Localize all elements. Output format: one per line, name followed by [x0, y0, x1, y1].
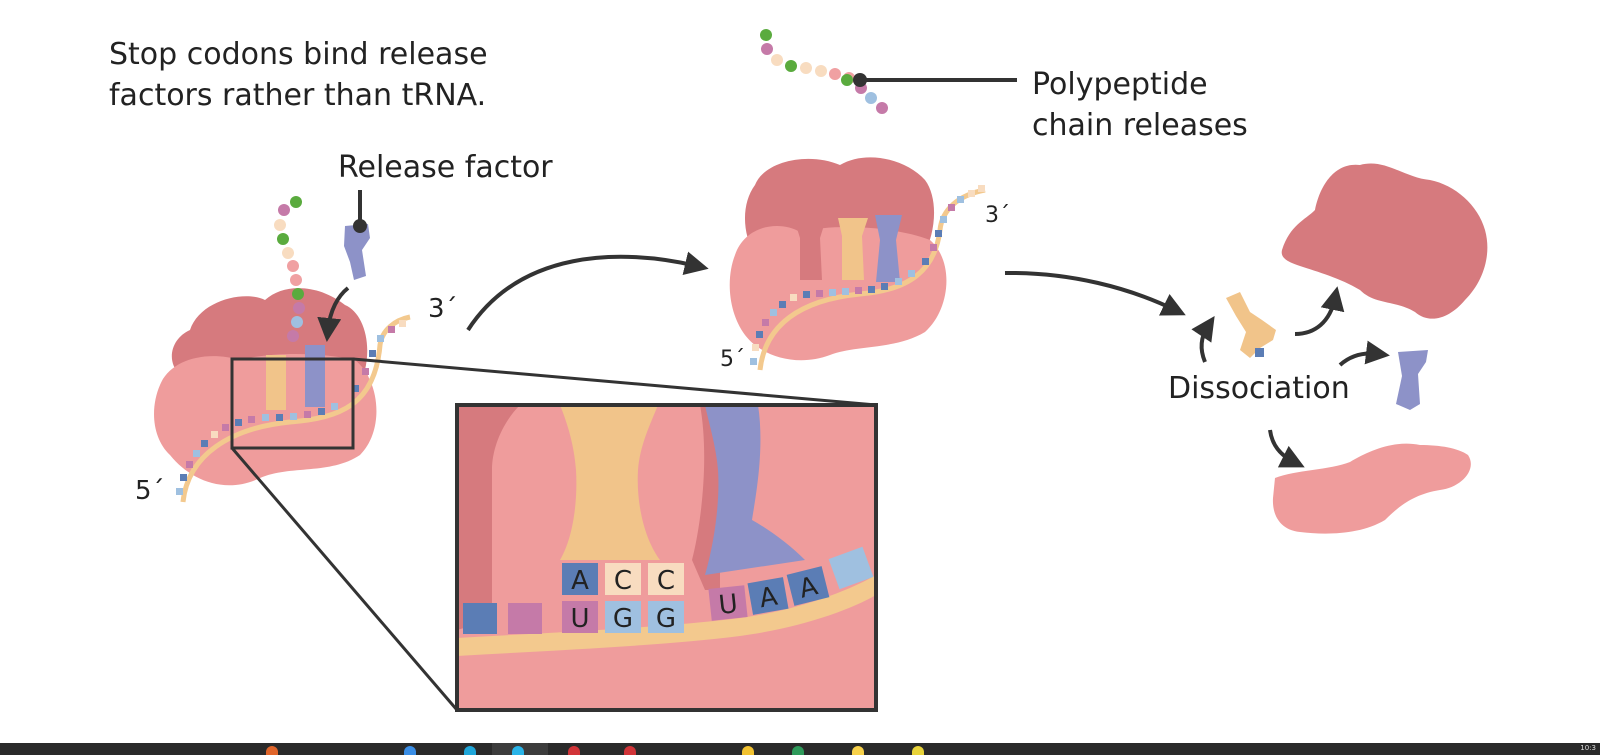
inset-nucleotide: [508, 603, 542, 634]
polypeptide-label-line-2: chain releases: [1032, 108, 1248, 143]
inset-ribosome-dark-region: [457, 405, 520, 630]
release-factor-leader-dot: [353, 219, 367, 233]
inset-codon-box-3: [648, 601, 684, 633]
app-icon[interactable]: [464, 746, 476, 755]
browser-icon[interactable]: [266, 746, 278, 755]
codon-letter-2: G: [613, 604, 633, 634]
release-factor-binding-arrow: [317, 286, 350, 342]
stop-codon-letter-2: A: [757, 582, 780, 615]
dissociated-components: [1191, 163, 1488, 534]
three-prime-label-2: 3´: [985, 203, 1010, 228]
anticodon-letter-1: A: [571, 566, 589, 596]
codon-letter-3: G: [656, 604, 676, 634]
mrna-strand-1: [180, 314, 411, 503]
trna-shape-2b: [838, 218, 868, 280]
dissociated-trna-tip: [1255, 348, 1264, 357]
dissociation-arrow-left: [1191, 316, 1215, 363]
polypeptide-label: Polypeptide chain releases: [1032, 64, 1248, 146]
dissociated-release-factor: [1396, 350, 1428, 410]
zoom-box: [230, 357, 355, 450]
codon-letter-1: U: [570, 604, 589, 634]
app-icon[interactable]: [568, 746, 580, 755]
ribosome-small-subunit-2: [729, 225, 947, 361]
inset-stop-box-1: [708, 585, 748, 621]
heading-line-2: factors rather than tRNA.: [109, 78, 487, 113]
five-prime-label-2: 5´: [720, 347, 745, 372]
three-prime-label-1: 3´: [428, 294, 458, 324]
os-taskbar: 10:3: [0, 743, 1600, 755]
release-factor-label: Release factor: [338, 150, 553, 185]
dissociated-large-subunit: [1281, 163, 1488, 319]
folder-icon[interactable]: [852, 746, 864, 755]
dissociated-small-subunit: [1272, 443, 1471, 534]
dissociation-arrow-right: [1338, 340, 1390, 367]
stop-codon-letter-1: U: [717, 589, 739, 621]
inset-trna: [560, 405, 660, 560]
zoom-inset: A C C U G G U A A: [455, 403, 878, 712]
dissociation-arrow-up: [1294, 286, 1345, 336]
inset-release-factor: [705, 405, 805, 575]
free-release-factor: [344, 224, 370, 280]
inset-codon-box-1: [562, 601, 598, 633]
trna-shape-1: [266, 355, 286, 410]
dissociation-label: Dissociation: [1168, 371, 1350, 406]
ribosome-stage-1: [154, 190, 411, 503]
stage-arrow-1: [466, 251, 709, 332]
inset-codon-box-2: [605, 601, 641, 633]
polypeptide-chain-1: [274, 196, 305, 342]
app-icon[interactable]: [624, 746, 636, 755]
inset-anticodon-box-2: [605, 563, 641, 595]
zoom-connector-top: [352, 357, 877, 407]
polypeptide-label-line-1: Polypeptide: [1032, 67, 1208, 102]
inset-anticodon-box-3: [648, 563, 684, 595]
anticodon-letter-2: C: [614, 566, 632, 596]
skype-icon[interactable]: [512, 746, 524, 755]
inset-anticodon-box-1: [562, 563, 598, 595]
app-icon[interactable]: [742, 746, 754, 755]
taskbar-clock[interactable]: 10:3: [1580, 744, 1596, 752]
released-polypeptide-chain: [760, 29, 888, 114]
polypeptide-leader-dot: [853, 73, 867, 87]
inset-mrna-strand: [457, 575, 876, 656]
anticodon-letter-3: C: [657, 566, 675, 596]
zoom-connector-bottom: [230, 447, 459, 711]
mrna-nucleotides-2: [750, 185, 985, 365]
inset-stop-box-2: [747, 577, 789, 615]
dissociated-trna: [1226, 292, 1276, 358]
five-prime-label-1: 5´: [135, 476, 165, 506]
ribosome-stage-2: [729, 157, 986, 371]
mrna-nucleotides-1: [176, 320, 406, 495]
heading-text: Stop codons bind release factors rather …: [109, 34, 488, 116]
inset-stop-box-3: [786, 566, 830, 606]
inset-frame: [455, 403, 878, 712]
trna-shape-2a: [795, 222, 825, 280]
release-factor-bound-1: [305, 345, 325, 407]
inset-nucleotide: [463, 603, 497, 634]
app-icon[interactable]: [404, 746, 416, 755]
stage-arrow-2: [1004, 270, 1186, 316]
heading-line-1: Stop codons bind release: [109, 37, 488, 72]
app-icon[interactable]: [912, 746, 924, 755]
dissociation-arrow-down: [1268, 429, 1305, 468]
release-factor-2: [875, 215, 902, 282]
inset-nucleotide: [828, 546, 874, 590]
app-icon[interactable]: [792, 746, 804, 755]
